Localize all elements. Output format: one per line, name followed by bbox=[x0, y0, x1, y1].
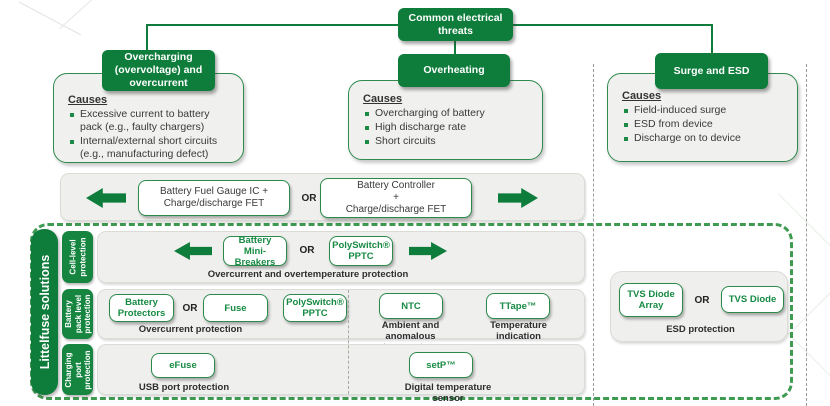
product-label: PolySwitch® PPTC bbox=[332, 240, 390, 262]
causes-heading: Causes bbox=[68, 94, 108, 106]
row-label-cell-level: Cell-level protection bbox=[62, 231, 93, 283]
cause-bullet: Discharge on to device bbox=[622, 132, 787, 145]
product-box-battery-controller: Battery Controller + Charge/discharge FE… bbox=[320, 178, 472, 218]
threat-title-label: Overheating bbox=[423, 64, 485, 76]
row-caption: Overcurrent protection bbox=[138, 324, 243, 335]
connector-line bbox=[454, 40, 456, 56]
row-label-text: Charging port protection bbox=[63, 349, 92, 390]
causes-box-overcharging: Causes Excessive current to battery pack… bbox=[53, 73, 244, 163]
causes-heading: Causes bbox=[622, 90, 662, 102]
row-label-battery-pack: Battery pack level protection bbox=[62, 289, 93, 339]
product-label: TVS Diode Array bbox=[627, 289, 675, 311]
product-box-tvs-diode: TVS Diode bbox=[721, 286, 784, 313]
left-arrow-icon bbox=[174, 242, 212, 260]
product-label: NTC bbox=[401, 300, 421, 312]
cause-bullet: Short circuits bbox=[363, 135, 532, 148]
littelfuse-solutions-sidebar: Littelfuse solutions bbox=[31, 229, 58, 395]
product-box-tvs-diode-array: TVS Diode Array bbox=[619, 283, 683, 317]
watermark-line bbox=[18, 1, 82, 36]
row-label-text: Battery pack level protection bbox=[63, 294, 92, 334]
cause-bullet: Internal/external short circuits (e.g., … bbox=[68, 135, 233, 161]
row-caption: USB port protection bbox=[138, 382, 230, 393]
row-panel-charging-port: eFuse USB port protection setP™ Digital … bbox=[97, 344, 585, 404]
causes-heading: Causes bbox=[363, 93, 403, 105]
connector-line bbox=[512, 24, 713, 26]
product-box-efuse: eFuse bbox=[151, 353, 215, 378]
product-label-line: Charge/discharge FET bbox=[345, 204, 447, 215]
threat-title-overheating: Overheating bbox=[398, 54, 510, 87]
root-threats-label: Common electrical threats bbox=[408, 11, 503, 37]
cause-bullet: Field-induced surge bbox=[622, 104, 787, 117]
product-label: setP™ bbox=[426, 359, 456, 371]
product-label: TTape™ bbox=[499, 300, 537, 312]
product-label-line: + bbox=[393, 192, 399, 203]
threat-title-overcharging: Overcharging (overvoltage) and overcurre… bbox=[102, 50, 215, 91]
connector-line bbox=[146, 24, 148, 52]
product-label: Fuse bbox=[224, 302, 247, 314]
product-box-ttape: TTape™ bbox=[486, 293, 550, 319]
product-label-line: Battery Controller bbox=[357, 180, 435, 191]
right-arrow-icon bbox=[409, 242, 447, 260]
esd-protection-panel: TVS Diode Array OR TVS Diode ESD protect… bbox=[610, 271, 788, 342]
row-panel-cell-level: Battery Mini-Breakers OR PolySwitch® PPT… bbox=[97, 231, 585, 283]
cause-bullet: High discharge rate bbox=[363, 121, 532, 134]
product-box-battery-mini-breakers: Battery Mini-Breakers bbox=[223, 234, 287, 268]
watermark-line bbox=[788, 266, 830, 335]
row-caption: Temperature indication bbox=[490, 320, 547, 342]
product-label: TVS Diode bbox=[728, 294, 777, 305]
threat-title-surge-esd: Surge and ESD bbox=[655, 53, 768, 89]
threat-title-label: Overcharging (overvoltage) and overcurre… bbox=[114, 51, 203, 89]
connector-line bbox=[146, 24, 398, 26]
row-panel-battery-pack: Battery Protectors OR Fuse PolySwitch® P… bbox=[97, 289, 585, 353]
connector-line bbox=[711, 24, 713, 55]
product-box-battery-protectors: Battery Protectors bbox=[109, 294, 174, 322]
row-caption: Overcurrent and overtemperature protecti… bbox=[207, 269, 409, 280]
watermark-line bbox=[59, 0, 105, 29]
or-label: OR bbox=[301, 193, 317, 204]
fet-band-panel: Battery Fuel Gauge IC + Charge/discharge… bbox=[60, 173, 585, 221]
or-label: OR bbox=[299, 245, 315, 256]
or-label: OR bbox=[182, 303, 198, 314]
product-box-fuse: Fuse bbox=[203, 294, 268, 322]
row-caption: ESD protection bbox=[666, 324, 735, 335]
product-label: eFuse bbox=[169, 360, 197, 371]
product-box-polyswitch-pptc: PolySwitch® PPTC bbox=[329, 236, 393, 266]
left-arrow-icon bbox=[86, 188, 126, 208]
product-label: Battery Fuel Gauge IC + Charge/discharge… bbox=[159, 186, 269, 209]
row-section-divider bbox=[348, 290, 349, 394]
column-guide-line bbox=[806, 64, 807, 406]
cause-bullet: Excessive current to battery pack (e.g.,… bbox=[68, 108, 233, 134]
or-label: OR bbox=[694, 295, 710, 306]
right-arrow-icon bbox=[498, 188, 538, 208]
product-label: Battery Protectors bbox=[117, 297, 166, 319]
product-box-setp: setP™ bbox=[409, 352, 473, 378]
product-label: Battery Mini-Breakers bbox=[234, 234, 276, 268]
row-label-charging-port: Charging port protection bbox=[62, 344, 93, 395]
littelfuse-solutions-label: Littelfuse solutions bbox=[37, 254, 52, 370]
row-caption: Digital temperature sensor bbox=[404, 382, 492, 404]
threat-title-label: Surge and ESD bbox=[673, 64, 750, 77]
causes-box-overheating: Causes Overcharging of battery High disc… bbox=[348, 80, 543, 160]
cause-bullet: ESD from device bbox=[622, 118, 787, 131]
cause-bullet: Overcharging of battery bbox=[363, 107, 532, 120]
product-label: PolySwitch® PPTC bbox=[286, 297, 344, 319]
column-guide-line bbox=[593, 64, 594, 406]
product-box-ntc: NTC bbox=[379, 293, 443, 319]
causes-box-surge-esd: Causes Field-induced surge ESD from devi… bbox=[607, 73, 798, 162]
row-label-text: Cell-level protection bbox=[68, 237, 87, 277]
product-box-polyswitch-pptc-2: PolySwitch® PPTC bbox=[283, 294, 347, 322]
product-box-battery-fuel-gauge: Battery Fuel Gauge IC + Charge/discharge… bbox=[138, 180, 290, 216]
root-threats-box: Common electrical threats bbox=[398, 8, 513, 41]
